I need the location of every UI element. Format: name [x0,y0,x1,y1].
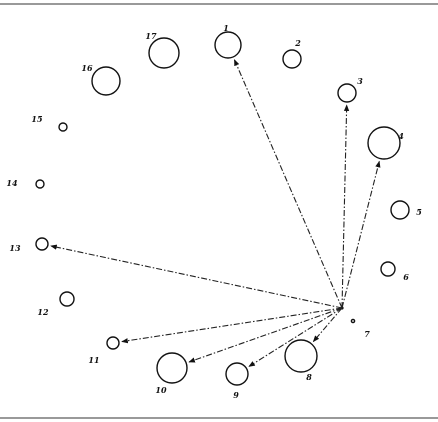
node-label-15: 15 [31,114,43,124]
node-label-8: 8 [306,372,312,382]
node-circle-12 [59,291,75,307]
node-circle-8 [284,339,318,373]
node-label-6: 6 [403,272,409,282]
node-circle-10 [156,352,188,384]
node-label-1: 1 [223,23,229,33]
node-label-4: 4 [398,131,404,141]
node-label-7: 7 [364,329,370,339]
node-label-17: 17 [145,31,157,41]
node-label-5: 5 [416,207,422,217]
node-circle-2 [282,49,302,69]
arrow-to-node-13 [50,244,343,309]
node-circle-14 [35,179,45,189]
node-label-13: 13 [9,243,21,253]
node-label-12: 12 [37,307,49,317]
arrow-to-node-3 [341,104,350,309]
node-circle-11 [106,336,120,350]
nodes-layer [35,31,410,386]
node-label-10: 10 [155,385,167,395]
node-circle-1 [214,31,242,59]
node-label-14: 14 [6,178,18,188]
node-label-3: 3 [357,76,363,86]
node-circle-17 [148,37,180,69]
arrow-to-node-8 [312,307,343,343]
node-circle-9 [225,362,249,386]
node-circle-13 [35,237,49,251]
arrow-to-node-10 [188,307,343,363]
arrow-to-node-11 [121,307,343,344]
arrow-to-node-4 [341,160,381,309]
node-label-16: 16 [81,63,93,73]
node-circle-15 [58,122,68,132]
node-circle-5 [390,200,410,220]
node-circle-3 [337,83,357,103]
arrow-to-node-9 [248,307,343,367]
arrow-to-node-1 [233,59,343,309]
node-circle-16 [91,66,121,96]
node-circle-4 [367,126,401,160]
node-circle-7 [350,318,356,324]
node-label-2: 2 [294,38,301,48]
node-circle-6 [380,261,396,277]
node-label-9: 9 [233,390,239,400]
node-label-11: 11 [88,355,99,365]
arrows-layer [50,59,381,367]
